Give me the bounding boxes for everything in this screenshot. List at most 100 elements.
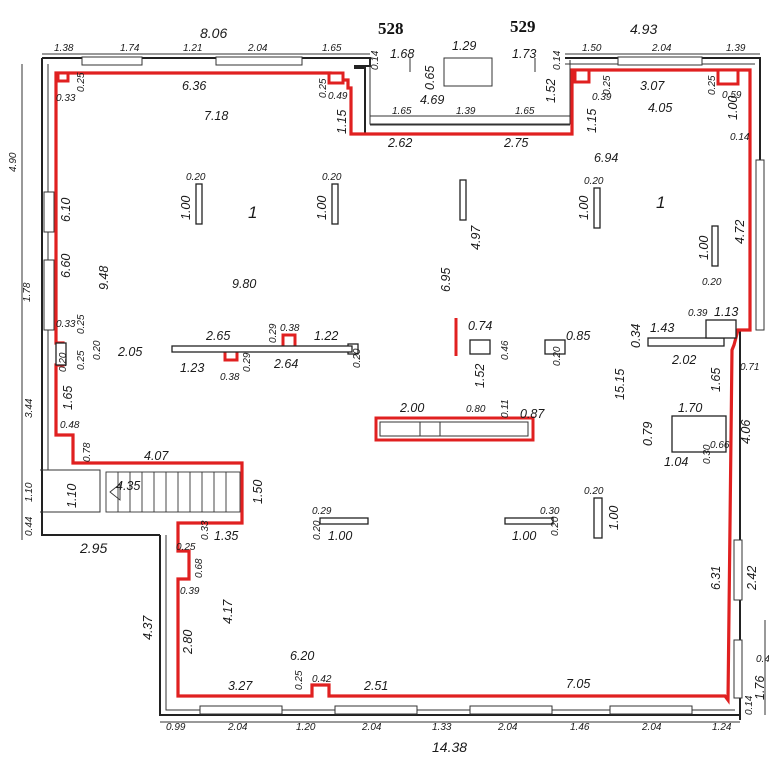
dim: 0.66: [710, 440, 730, 451]
staircase: [105, 471, 241, 513]
red-block: [374, 416, 535, 442]
dim: 2.75: [503, 136, 528, 150]
dim: 1.70: [678, 401, 702, 415]
dim: 1.39: [456, 106, 476, 117]
dim: 0.25: [294, 670, 305, 690]
dim: 0.74: [468, 319, 492, 333]
dim: 1.39: [726, 43, 746, 54]
dim: 0.33: [200, 520, 211, 540]
dim: 0.20: [312, 520, 323, 540]
dim: 1.00: [315, 196, 329, 220]
dim: 0.30: [702, 444, 713, 464]
left-dimensions: 4.90 6.10 6.60 9.48 1.78 0.33 0.25 0.20 …: [8, 152, 142, 556]
dim: 1.52: [473, 364, 487, 388]
dim: 0.25: [318, 78, 329, 98]
dim: 1.43: [650, 321, 674, 335]
premises-outline: [54, 68, 752, 705]
dim: 1.33: [432, 722, 452, 733]
dim: 0.25: [76, 314, 87, 334]
dim: 0.33: [56, 319, 76, 330]
dim: 1.15: [335, 110, 349, 134]
dim: 2.80: [181, 630, 195, 655]
dim: 6.31: [709, 566, 723, 590]
dim: 1.23: [180, 361, 204, 375]
top-dimensions: 8.06 4.93 1.38 1.74 1.21 2.04 1.65 0.14 …: [54, 21, 746, 70]
dim: 0.30: [540, 506, 560, 517]
dim: 0.20: [186, 172, 206, 183]
column-dimensions: 0.20 1.00 0.20 1.00 9.80 4.97 6.95 0.20 …: [179, 172, 747, 292]
dim: 4.93: [630, 21, 657, 37]
dimension-lines: [21, 53, 766, 723]
dim: 0.38: [220, 372, 240, 383]
dim: 0.25: [76, 350, 87, 370]
dim: 0.44: [24, 516, 35, 536]
base-dimensions: 0.99 2.04 1.20 2.04 1.33 2.04 1.46 2.04 …: [166, 722, 732, 755]
dim: 0.20: [552, 346, 563, 366]
dim: 2.65: [205, 329, 230, 343]
room-area-right: 1: [656, 193, 665, 212]
dim: 0.99: [166, 722, 186, 733]
dim: 1.00: [726, 96, 740, 120]
dim: 3.27: [228, 679, 253, 693]
dim: 9.48: [97, 266, 111, 290]
dim: 2.95: [79, 540, 107, 556]
room-number-528: 528: [378, 19, 404, 38]
dim: 14.38: [432, 739, 467, 755]
dim: 4.35: [116, 479, 140, 493]
dim: 0.48: [60, 420, 80, 431]
dim: 1.13: [714, 305, 738, 319]
dim: 1.65: [322, 43, 342, 54]
dim: 15.15: [613, 369, 627, 400]
dim: 2.62: [387, 136, 412, 150]
building-walls: [40, 57, 761, 720]
dim: 2.64: [273, 357, 298, 371]
dim: 2.04: [497, 722, 518, 733]
dim: 0.20: [702, 277, 722, 288]
dim: 0.25: [76, 72, 87, 92]
dim: 0.14: [370, 50, 381, 70]
dim: 0.87: [520, 407, 545, 421]
dim: 8.06: [200, 25, 227, 41]
dim: 1.50: [582, 43, 602, 54]
dim: 2.42: [745, 566, 759, 591]
dim: 0.49: [328, 91, 348, 102]
windows-top: [81, 56, 703, 125]
dim: 6.94: [594, 151, 618, 165]
dim: 1.35: [214, 529, 238, 543]
dim: 0.25: [602, 75, 613, 95]
dim: 2.04: [361, 722, 382, 733]
dim: 1.20: [296, 722, 316, 733]
windows-sides: [43, 159, 765, 699]
dim: 0.20: [322, 172, 342, 183]
dim: 9.80: [232, 277, 256, 291]
dim: 1.46: [570, 722, 590, 733]
room-area-left: 1: [248, 203, 257, 222]
dim: 0.20: [584, 176, 604, 187]
dim: 0.14: [744, 695, 755, 715]
dim: 4.72: [733, 220, 747, 244]
dim: 1.50: [251, 480, 265, 504]
dim: 1.65: [515, 106, 535, 117]
dim: 4.97: [469, 225, 483, 250]
dim: 0.80: [466, 404, 486, 415]
dim: 2.04: [641, 722, 662, 733]
dim: 0.39: [592, 92, 612, 103]
dim: 0.29: [268, 323, 279, 343]
dim: 4.07: [144, 449, 169, 463]
middle-dimensions: 2.65 0.29 0.38 1.22 1.23 0.38 0.29 2.64 …: [180, 305, 759, 400]
dim: 1.78: [22, 282, 33, 302]
dim: 1.00: [577, 196, 591, 220]
dim: 7.18: [204, 109, 228, 123]
dim: 0.65: [423, 66, 437, 90]
dim: 1.00: [512, 529, 536, 543]
dim: 6.36: [182, 79, 206, 93]
dim: 3.44: [24, 398, 35, 418]
dim: 1.65: [392, 106, 412, 117]
dim: 0.59: [722, 90, 742, 101]
dim: 4.06: [739, 420, 753, 444]
column-red-2: [281, 333, 297, 349]
dim: 0.14: [552, 50, 563, 70]
dim: 0.20: [584, 486, 604, 497]
dim: 0.34: [629, 324, 643, 348]
